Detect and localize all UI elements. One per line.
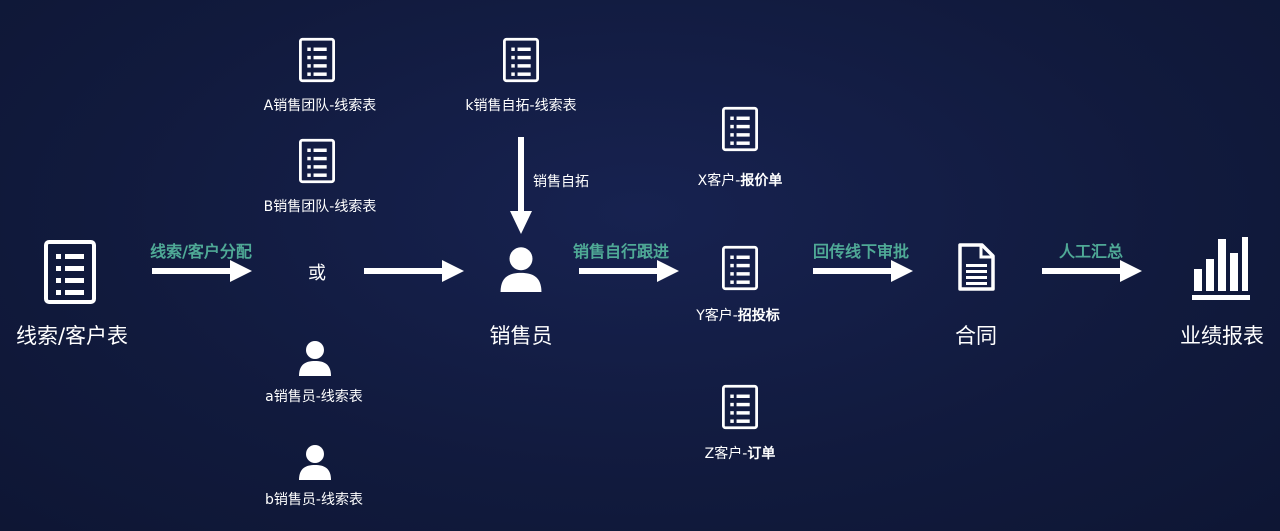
customer-x-prefix: X客户-	[697, 173, 741, 189]
team-b-label: B销售团队-线索表	[263, 199, 377, 215]
salesperson-label: 销售员	[489, 324, 553, 348]
performance-label: 业绩报表	[1180, 324, 1264, 348]
manual-summary-arrow	[1042, 260, 1142, 282]
sales-b-label: b销售员-线索表	[265, 492, 363, 508]
follow-up-arrow	[579, 260, 679, 282]
to-salesperson-arrow	[364, 260, 464, 282]
customer-z-label: Z客户-订单	[705, 443, 776, 463]
list-document-icon	[299, 138, 335, 184]
customer-z-doc: 订单	[747, 446, 776, 462]
or-text: 或	[308, 263, 326, 284]
self-sourced-label: k销售自拓-线索表	[465, 98, 577, 114]
follow-up-edge-label: 销售自行跟进	[572, 242, 670, 261]
self-expand-edge-label: 销售自拓	[533, 174, 589, 190]
customer-y-doc: 招投标	[737, 308, 780, 324]
user-icon	[500, 247, 542, 292]
assign-arrow	[152, 260, 252, 282]
list-document-icon	[299, 37, 335, 83]
list-document-icon	[722, 245, 758, 291]
customer-y-prefix: Y客户-	[696, 308, 738, 324]
customer-x-label: X客户-报价单	[698, 170, 783, 190]
list-document-icon	[44, 240, 96, 304]
user-icon	[299, 341, 331, 376]
customer-z-prefix: Z客户-	[704, 446, 748, 462]
assign-edge-label: 线索/客户分配	[150, 242, 252, 261]
bar-chart-icon	[1192, 237, 1250, 300]
sales-a-label: a销售员-线索表	[265, 389, 363, 405]
self-expand-arrow	[510, 137, 532, 234]
list-document-icon	[503, 37, 539, 83]
user-icon	[299, 445, 331, 480]
list-document-icon	[722, 384, 758, 430]
lead-table-label: 线索/客户表	[15, 324, 129, 348]
list-document-icon	[722, 106, 758, 152]
offline-review-arrow	[813, 260, 913, 282]
offline-review-edge-label: 回传线下审批	[812, 242, 910, 261]
contract-label: 合同	[955, 324, 997, 348]
manual-summary-edge-label: 人工汇总	[1058, 242, 1124, 261]
customer-x-doc: 报价单	[740, 173, 783, 189]
team-a-label: A销售团队-线索表	[263, 98, 377, 114]
document-icon	[958, 243, 995, 291]
customer-y-label: Y客户-招投标	[696, 305, 780, 325]
